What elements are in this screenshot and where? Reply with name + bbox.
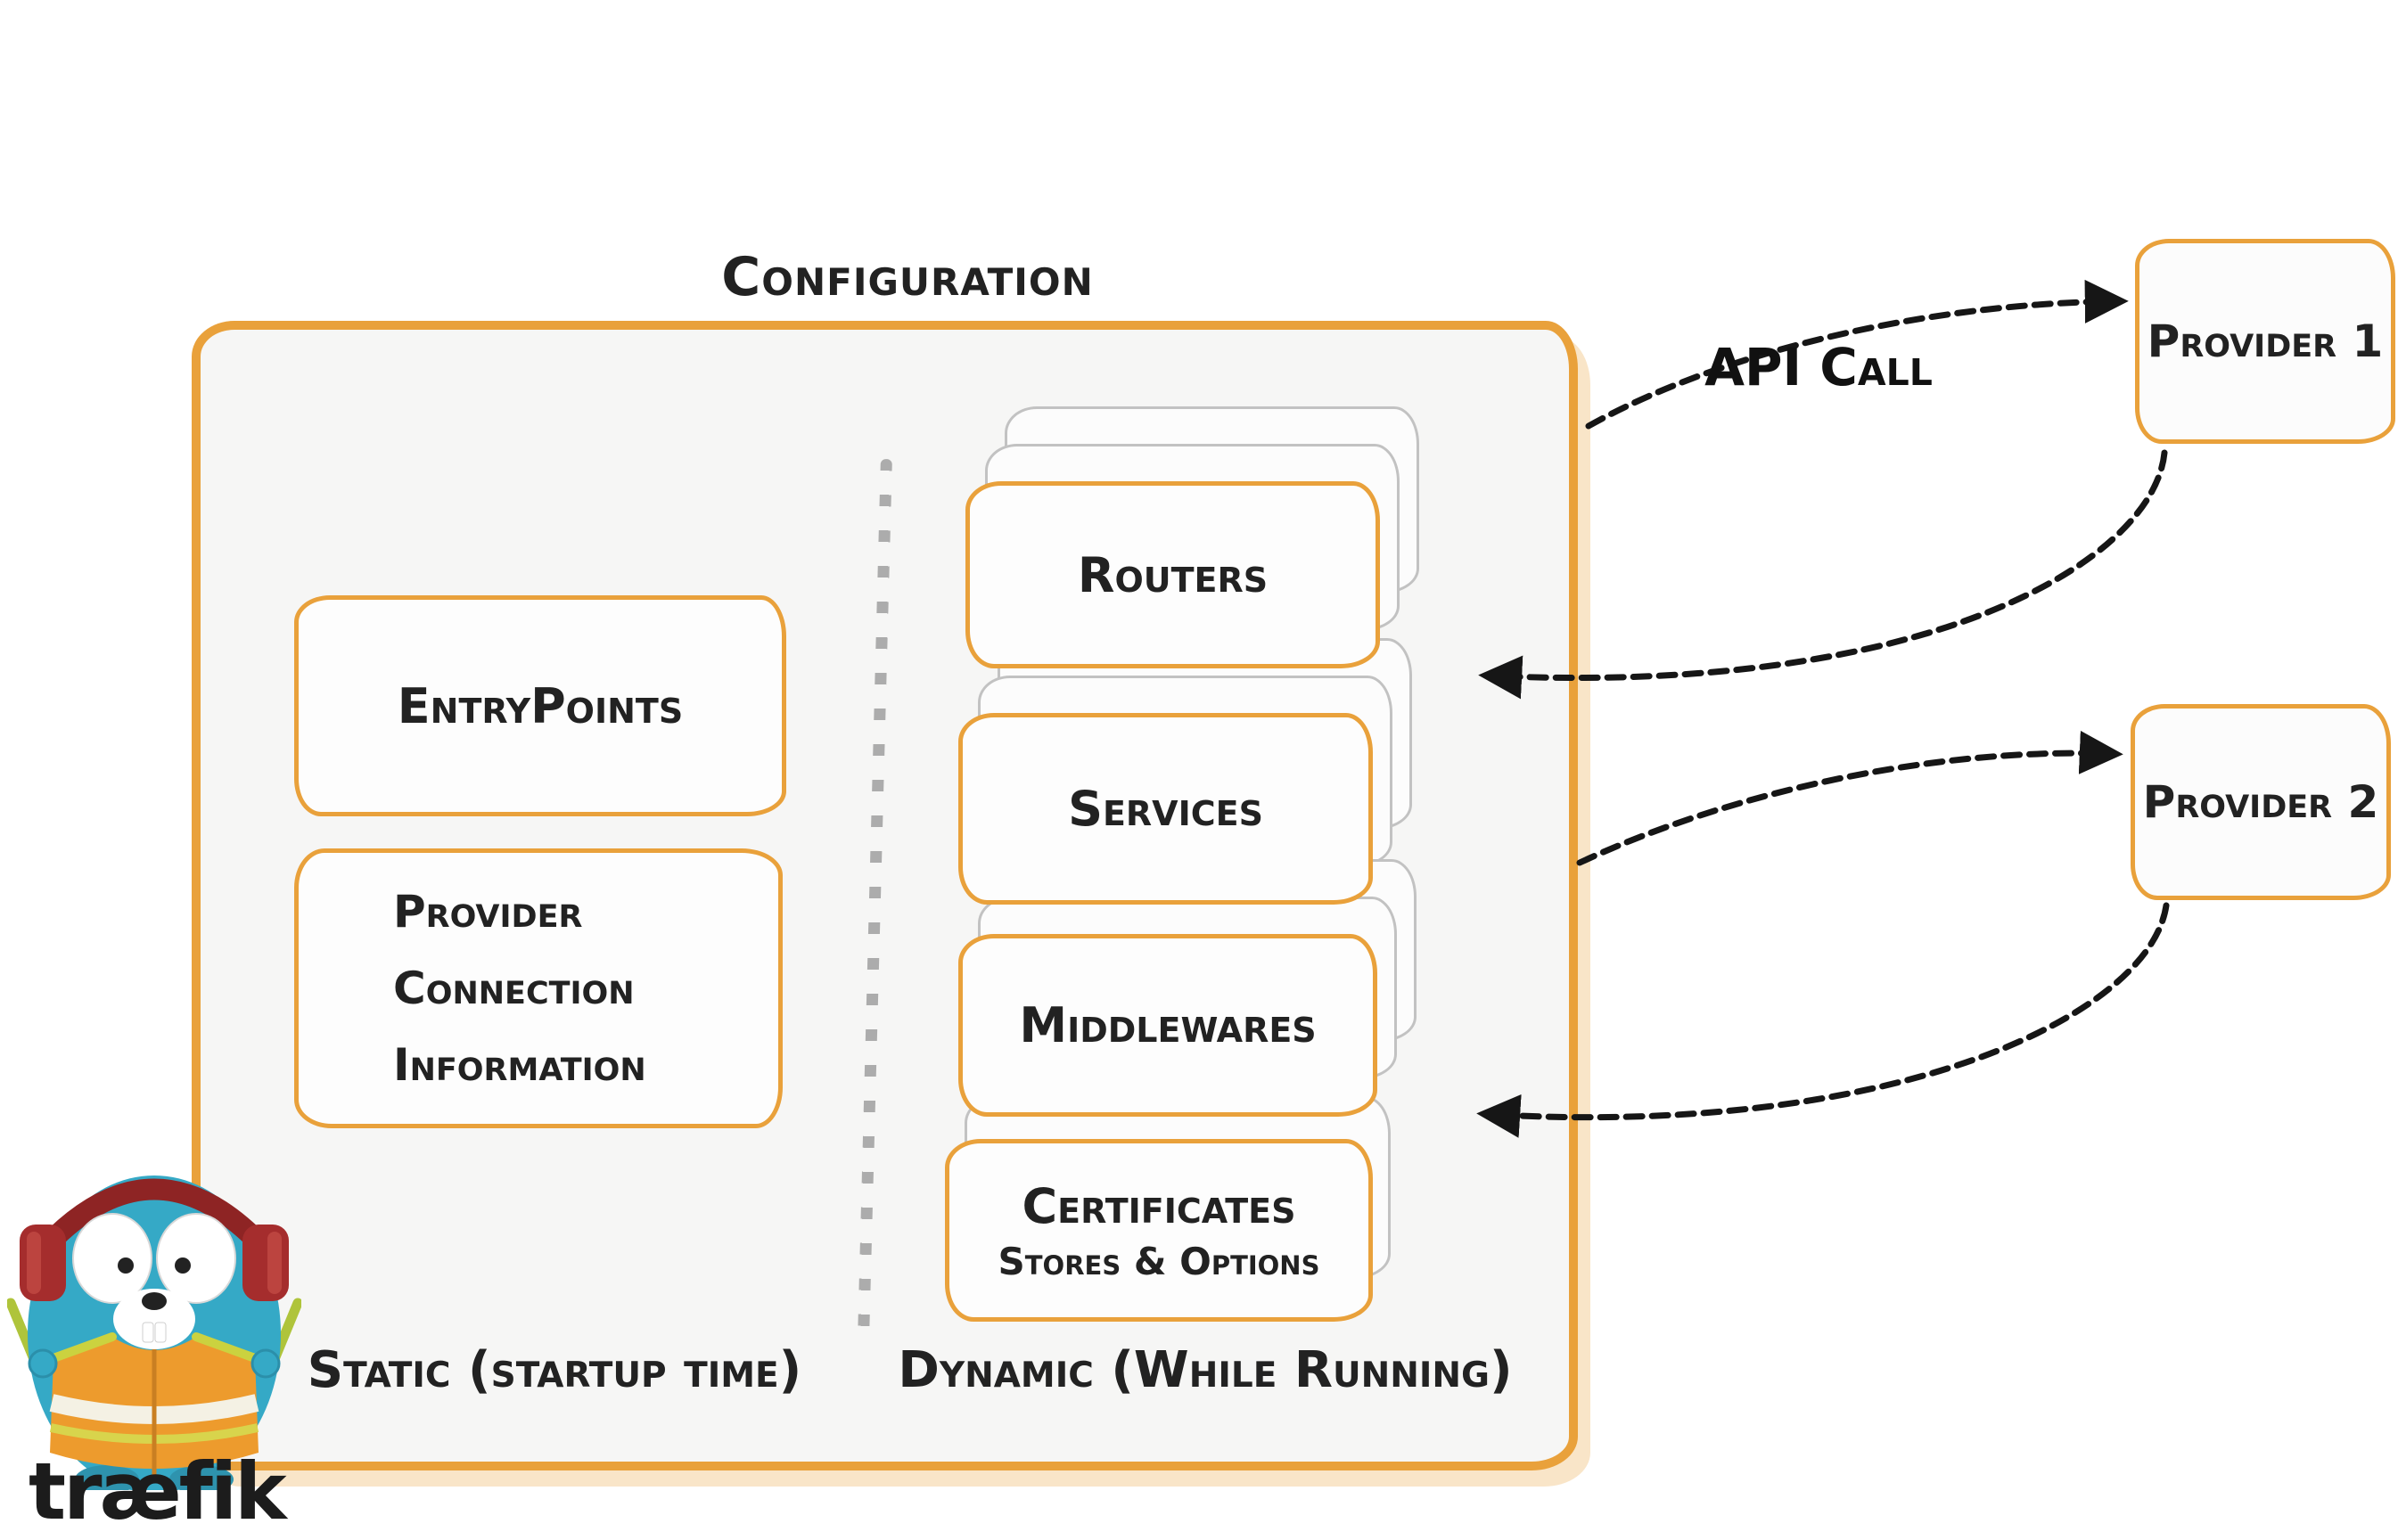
dynamic-caption: Dynamic (While Running) [898, 1341, 1513, 1399]
headphones-icon [20, 1178, 289, 1301]
certificates-sublabel: Stores & Options [998, 1239, 1320, 1283]
config-title: Configuration [721, 246, 1094, 308]
safety-vest [49, 1332, 259, 1478]
api-call-label: API Call [1704, 337, 1933, 397]
traefik-wordmark: træfik [29, 1446, 287, 1537]
provider2-box: Provider 2 [2131, 704, 2391, 900]
entrypoints-label: EntryPoints [397, 677, 684, 734]
middlewares-box: Middlewares [958, 934, 1377, 1117]
certificates-box: Certificates Stores & Options [945, 1139, 1373, 1322]
services-label: Services [1068, 781, 1263, 837]
provider2-return-arrow [1476, 902, 2170, 1138]
provider-connection-label: Provider Connection Information [393, 886, 646, 1091]
traefik-logo [7, 1175, 301, 1490]
routers-label: Routers [1077, 546, 1269, 603]
middlewares-label: Middlewares [1019, 997, 1317, 1053]
gopher-face [72, 1213, 236, 1349]
certificates-label: Certificates [1022, 1177, 1296, 1234]
provider1-box: Provider 1 [2135, 239, 2395, 444]
entrypoints-box: EntryPoints [294, 595, 786, 816]
provider2-request-arrow [1576, 730, 2123, 866]
provider1-label: Provider 1 [2147, 315, 2384, 367]
services-box: Services [958, 713, 1373, 905]
gopher-hands [28, 1348, 281, 1379]
provider2-label: Provider 2 [2142, 776, 2379, 828]
routers-box: Routers [965, 481, 1380, 668]
static-caption: Static (startup time) [307, 1341, 802, 1399]
provider-connection-box: Provider Connection Information [294, 848, 783, 1128]
provider1-return-arrow [1478, 449, 2168, 700]
